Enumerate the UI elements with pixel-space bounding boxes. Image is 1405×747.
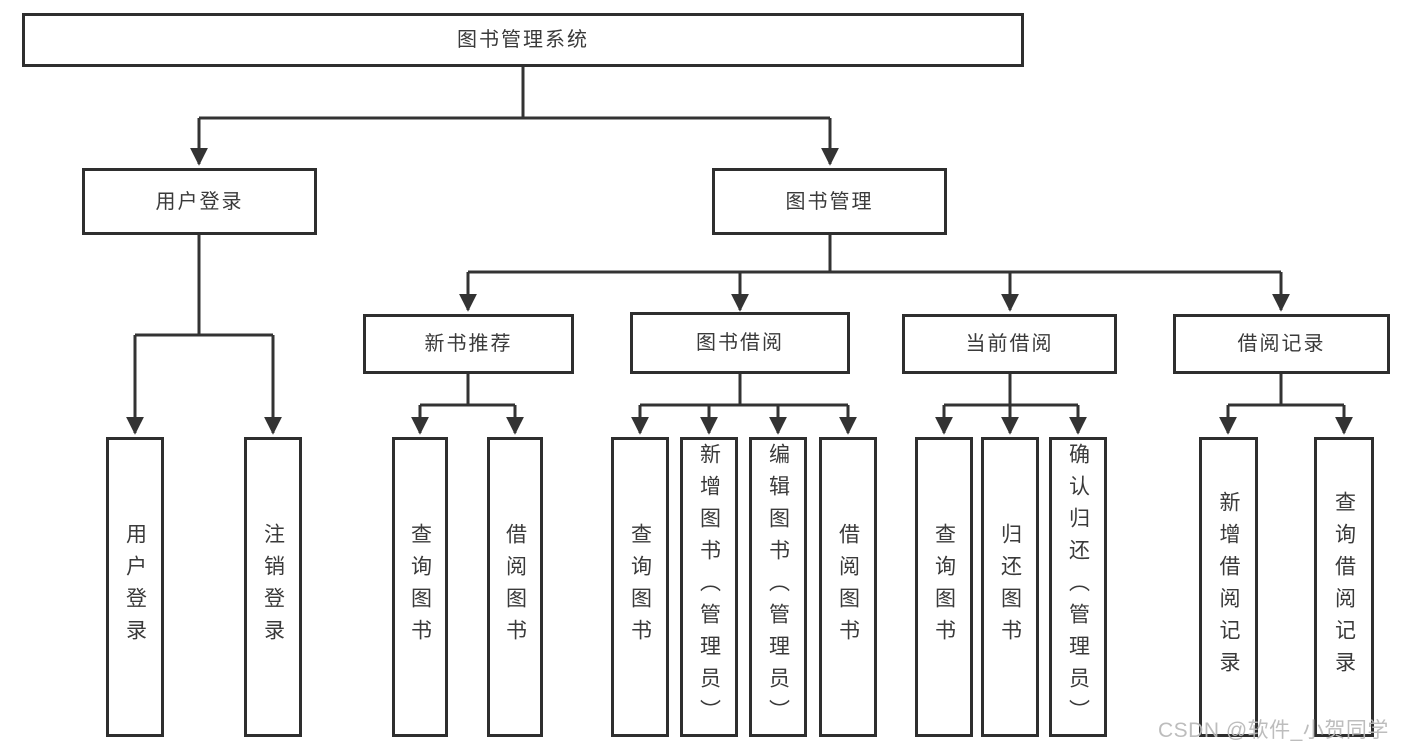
node-label: 新书推荐 bbox=[424, 333, 513, 355]
node-label: 用户登录 bbox=[123, 523, 147, 651]
node-label: 图书借阅 bbox=[696, 332, 784, 354]
node-leaf-query-books-3: 查询图书 bbox=[915, 437, 973, 737]
node-label: 图书管理 bbox=[785, 190, 874, 213]
node-book-management: 图书管理 bbox=[712, 168, 947, 235]
node-leaf-add-books-admin: 新增图书（管理员） bbox=[680, 437, 738, 737]
csdn-watermark: CSDN @软件_小贺同学 bbox=[1158, 719, 1389, 742]
node-label: 当前借阅 bbox=[965, 333, 1054, 355]
node-leaf-query-books-2: 查询图书 bbox=[611, 437, 669, 737]
node-label: 查询借阅记录 bbox=[1332, 491, 1356, 683]
node-new-book-recommend: 新书推荐 bbox=[363, 314, 574, 374]
node-label: 编辑图书（管理员） bbox=[766, 443, 790, 731]
node-leaf-borrow-books-1: 借阅图书 bbox=[487, 437, 543, 737]
node-current-borrowing: 当前借阅 bbox=[902, 314, 1117, 374]
node-root-book-management-system: 图书管理系统 bbox=[22, 13, 1024, 67]
node-label: 新增图书（管理员） bbox=[697, 443, 721, 731]
node-label: 图书管理系统 bbox=[457, 29, 589, 51]
node-leaf-add-borrow-record: 新增借阅记录 bbox=[1199, 437, 1258, 737]
node-label: 新增借阅记录 bbox=[1217, 491, 1240, 683]
node-book-borrowing: 图书借阅 bbox=[630, 312, 850, 374]
node-leaf-logout: 注销登录 bbox=[244, 437, 302, 737]
node-leaf-return-books: 归还图书 bbox=[981, 437, 1039, 737]
node-label: 用户登录 bbox=[155, 190, 244, 213]
node-leaf-confirm-return-admin: 确认归还（管理员） bbox=[1049, 437, 1107, 737]
node-label: 注销登录 bbox=[261, 523, 285, 651]
node-leaf-borrow-books-2: 借阅图书 bbox=[819, 437, 877, 737]
node-label: 借阅记录 bbox=[1237, 333, 1326, 355]
node-leaf-edit-books-admin: 编辑图书（管理员） bbox=[749, 437, 807, 737]
node-label: 借阅图书 bbox=[836, 523, 860, 651]
node-leaf-query-borrow-record: 查询借阅记录 bbox=[1314, 437, 1374, 737]
node-label: 借阅图书 bbox=[503, 523, 527, 651]
node-label: 查询图书 bbox=[932, 523, 956, 651]
node-leaf-query-books-1: 查询图书 bbox=[392, 437, 448, 737]
node-label: 查询图书 bbox=[408, 523, 432, 651]
node-label: 归还图书 bbox=[998, 523, 1022, 651]
node-label: 确认归还（管理员） bbox=[1066, 443, 1090, 731]
node-user-login: 用户登录 bbox=[82, 168, 317, 235]
node-borrowing-records: 借阅记录 bbox=[1173, 314, 1390, 374]
node-leaf-user-login: 用户登录 bbox=[106, 437, 164, 737]
node-label: 查询图书 bbox=[628, 523, 652, 651]
